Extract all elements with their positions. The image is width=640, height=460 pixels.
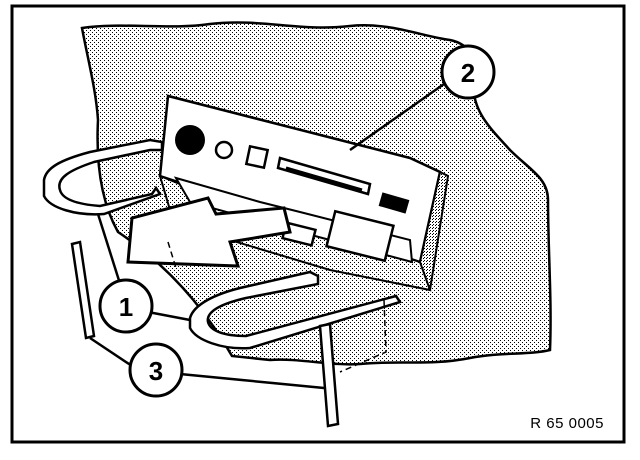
leader-line-1b — [147, 310, 191, 322]
guide-line-right — [339, 299, 387, 373]
eject-button-icon — [378, 192, 410, 214]
right-removal-key — [188, 270, 402, 350]
radio-unit — [158, 94, 450, 292]
callout-2-label: 2 — [461, 58, 475, 88]
leader-line-3a — [89, 336, 133, 368]
callout-3-label: 3 — [149, 356, 163, 386]
callout-1: 1 — [98, 278, 154, 334]
right-tool-pin — [318, 322, 340, 428]
display-window — [325, 209, 395, 263]
pull-direction-arrow — [126, 196, 292, 268]
callout-3: 3 — [128, 342, 184, 398]
reference-code: R 65 0005 — [530, 415, 604, 432]
tuning-knob-icon — [214, 140, 234, 160]
callout-2: 2 — [440, 44, 496, 100]
left-removal-key — [42, 138, 164, 216]
cassette-slot-inner — [285, 166, 363, 192]
leader-line-1a — [96, 213, 124, 291]
left-tool-pin — [70, 240, 96, 340]
figure-frame — [10, 4, 626, 444]
leader-line-2 — [349, 82, 445, 152]
volume-knob-icon — [175, 125, 205, 155]
leader-line-3b — [179, 372, 325, 390]
button-icon — [244, 144, 270, 170]
callout-1-label: 1 — [119, 292, 133, 322]
guide-line-left — [167, 241, 177, 269]
